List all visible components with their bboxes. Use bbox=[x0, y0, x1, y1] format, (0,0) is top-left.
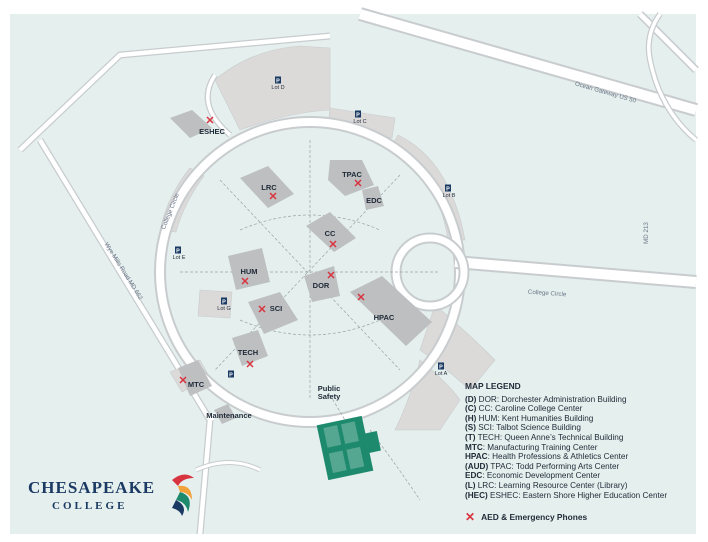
logo-line2: COLLEGE bbox=[52, 500, 128, 512]
mtc-building bbox=[178, 360, 212, 396]
athletic-fields bbox=[316, 415, 381, 481]
red-x-icon: ✕ bbox=[465, 510, 476, 524]
eshec-building bbox=[170, 110, 212, 138]
tech-label: TECH bbox=[238, 348, 258, 357]
legend-item: (S) SCI: Talbot Science Building bbox=[465, 423, 581, 433]
svg-text:P: P bbox=[439, 365, 443, 371]
tpac-building bbox=[328, 160, 374, 196]
hum-label: HUM bbox=[240, 267, 257, 276]
maintenance-building bbox=[214, 404, 236, 424]
cc-building bbox=[306, 212, 356, 252]
svg-text:P: P bbox=[356, 113, 360, 119]
legend-item: (T) TECH: Queen Anne’s Technical Buildin… bbox=[465, 432, 624, 442]
lot-b-label: Lot B bbox=[443, 193, 456, 199]
aed-legend-label: AED & Emergency Phones bbox=[481, 512, 588, 522]
lot-e-label: Lot E bbox=[173, 255, 186, 261]
edc-label: EDC bbox=[366, 196, 382, 205]
dor-label: DOR bbox=[313, 281, 330, 290]
logo-line1: CHESAPEAKE bbox=[28, 478, 156, 497]
legend-item: (H) HUM: Kent Humanities Building bbox=[465, 413, 594, 423]
edc-building bbox=[362, 186, 384, 210]
md-213-label: MD 213 bbox=[643, 222, 650, 244]
lot-a-label: Lot A bbox=[435, 371, 448, 377]
legend-item: (C) CC: Caroline College Center bbox=[465, 404, 583, 414]
hpac-building bbox=[350, 276, 432, 346]
svg-text:P: P bbox=[222, 300, 226, 306]
tech-building bbox=[232, 330, 268, 366]
svg-text:P: P bbox=[229, 373, 233, 379]
lrc-building bbox=[240, 166, 294, 208]
parking-icons: P P P P P P P bbox=[175, 76, 451, 379]
sci-label: SCI bbox=[270, 304, 283, 313]
college-circle-label-right: College Circle bbox=[528, 289, 567, 299]
mtc-label: MTC bbox=[188, 380, 205, 389]
legend-item: (D) DOR: Dorchester Administration Build… bbox=[465, 394, 627, 404]
hpac-label: HPAC bbox=[374, 313, 395, 322]
svg-text:P: P bbox=[176, 249, 180, 255]
public-safety-label-2: Safety bbox=[318, 392, 341, 401]
legend-item: MTC: Manufacturing Training Center bbox=[465, 442, 598, 452]
legend-item: (HEC) ESHEC: Eastern Shore Higher Educat… bbox=[465, 490, 668, 500]
lot-c-label: Lot C bbox=[353, 119, 366, 125]
chesapeake-college-logo: CHESAPEAKE COLLEGE bbox=[28, 470, 203, 520]
legend-item: EDC: Economic Development Center bbox=[465, 471, 601, 481]
legend-title: MAP LEGEND bbox=[465, 381, 521, 391]
parking-areas bbox=[159, 45, 496, 431]
svg-text:P: P bbox=[276, 79, 280, 85]
lot-g-label: Lot G bbox=[217, 306, 230, 312]
heron-logo-icon bbox=[172, 474, 194, 516]
public-safety-label-1: Public bbox=[318, 384, 341, 393]
legend-item: HPAC: Health Professions & Athletics Cen… bbox=[465, 452, 629, 462]
cc-label: CC bbox=[325, 229, 336, 238]
sci-building bbox=[248, 292, 298, 334]
aed-marks bbox=[179, 116, 365, 384]
tpac-label: TPAC bbox=[342, 170, 362, 179]
legend-item: (AUD) TPAC: Todd Performing Arts Center bbox=[465, 461, 620, 471]
eshec-label: ESHEC bbox=[199, 127, 225, 136]
svg-text:P: P bbox=[446, 187, 450, 193]
maintenance-label: Maintenance bbox=[206, 411, 251, 420]
lrc-label: LRC bbox=[261, 183, 277, 192]
aed-legend-row: ✕ AED & Emergency Phones bbox=[465, 510, 588, 524]
hum-building bbox=[228, 248, 270, 290]
legend-item: (L) LRC: Learning Resource Center (Libra… bbox=[465, 480, 628, 490]
map-legend: MAP LEGEND (D) DOR: Dorchester Administr… bbox=[465, 381, 705, 500]
college-circle-road bbox=[154, 73, 697, 428]
lot-d-label: Lot D bbox=[271, 85, 284, 91]
ocean-gateway-road bbox=[358, 7, 699, 143]
